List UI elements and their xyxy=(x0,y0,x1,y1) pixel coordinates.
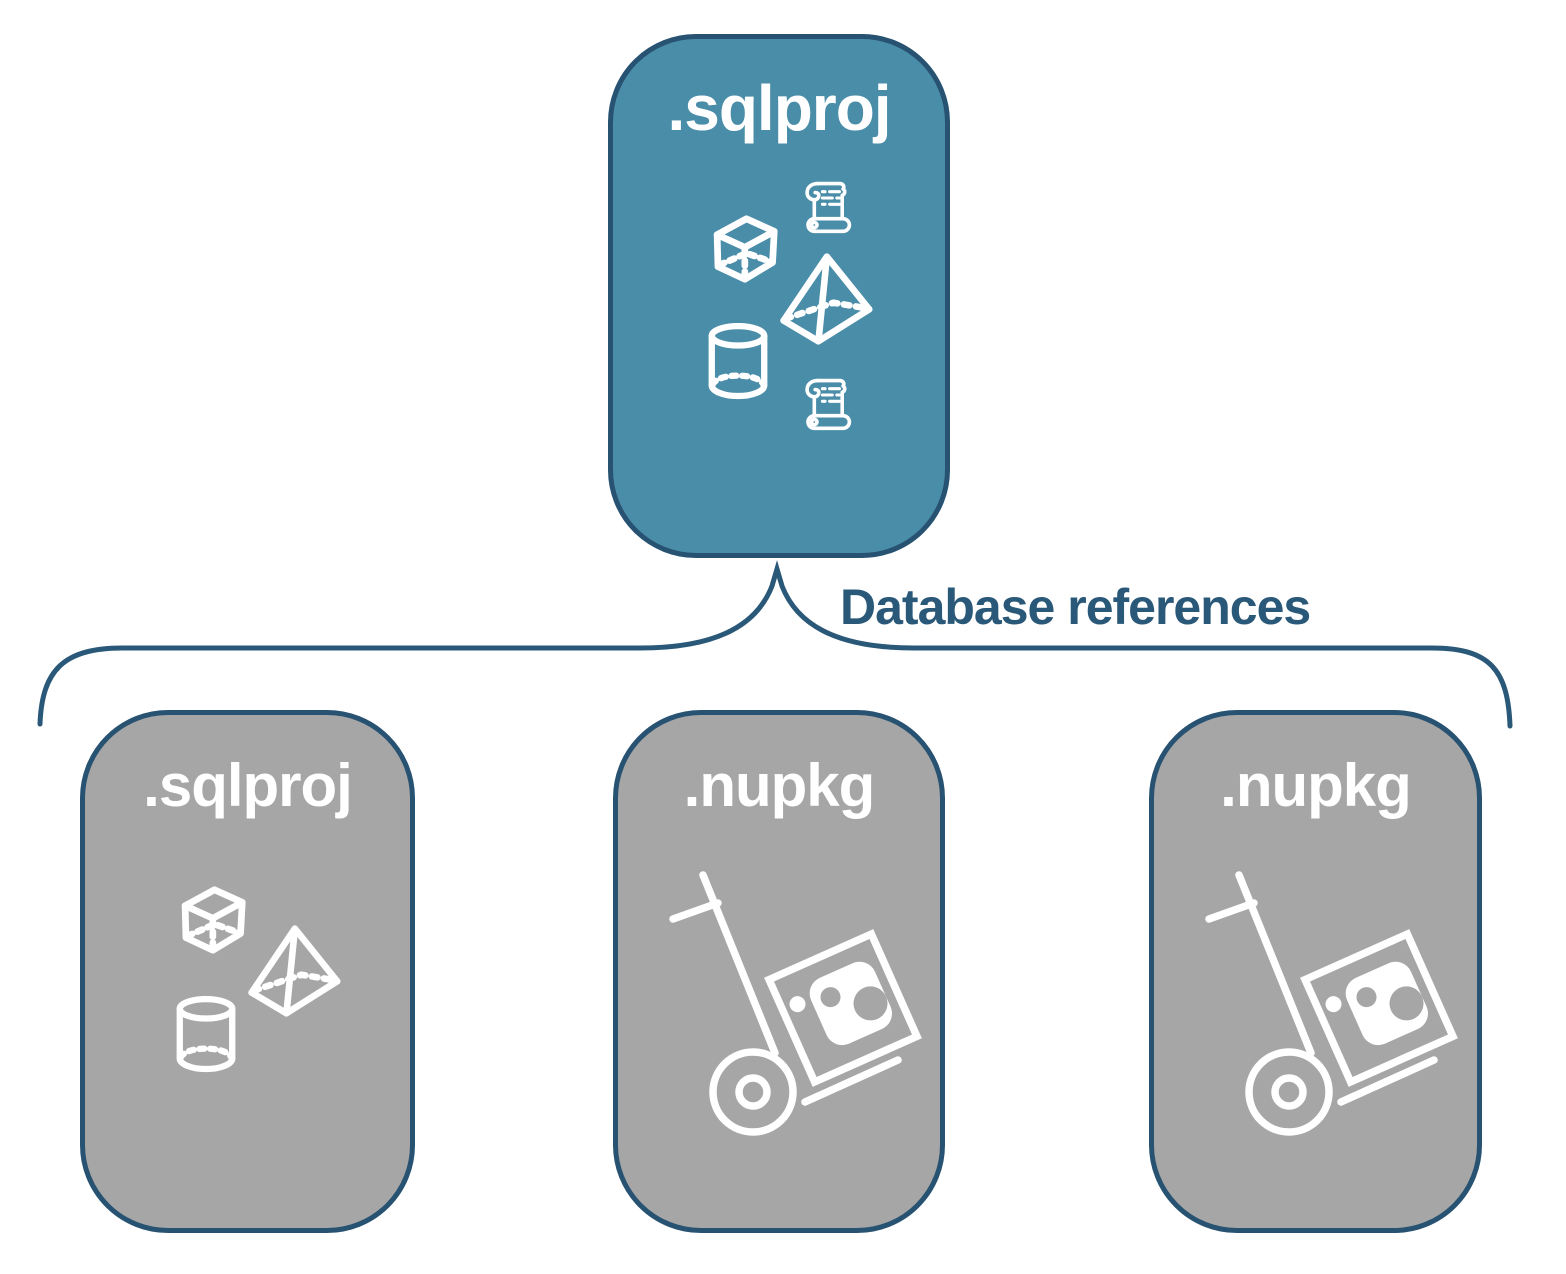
root-box-sqlproj: .sqlproj xyxy=(608,34,950,558)
child-box-nupkg: .nupkg xyxy=(1149,710,1482,1233)
cube-icon xyxy=(713,215,778,283)
scroll-icon xyxy=(805,378,852,431)
child-box-nupkg: .nupkg xyxy=(613,710,945,1233)
pyramid-icon xyxy=(248,925,341,1017)
hand-truck-package-icon xyxy=(669,871,922,1136)
child-box-title: .nupkg xyxy=(1220,752,1412,819)
cylinder-icon xyxy=(708,323,768,400)
connector-label: Database references xyxy=(840,579,1311,635)
cylinder-icon xyxy=(176,996,236,1073)
root-box-title: .sqlproj xyxy=(667,72,891,144)
pyramid-icon xyxy=(780,253,873,345)
child-box-sqlproj: .sqlproj xyxy=(80,710,415,1233)
cube-icon xyxy=(181,886,246,954)
scroll-icon xyxy=(805,181,852,234)
child-box-title: .sqlproj xyxy=(143,752,353,819)
child-box-title: .nupkg xyxy=(683,752,876,819)
hand-truck-package-icon xyxy=(1205,871,1458,1136)
